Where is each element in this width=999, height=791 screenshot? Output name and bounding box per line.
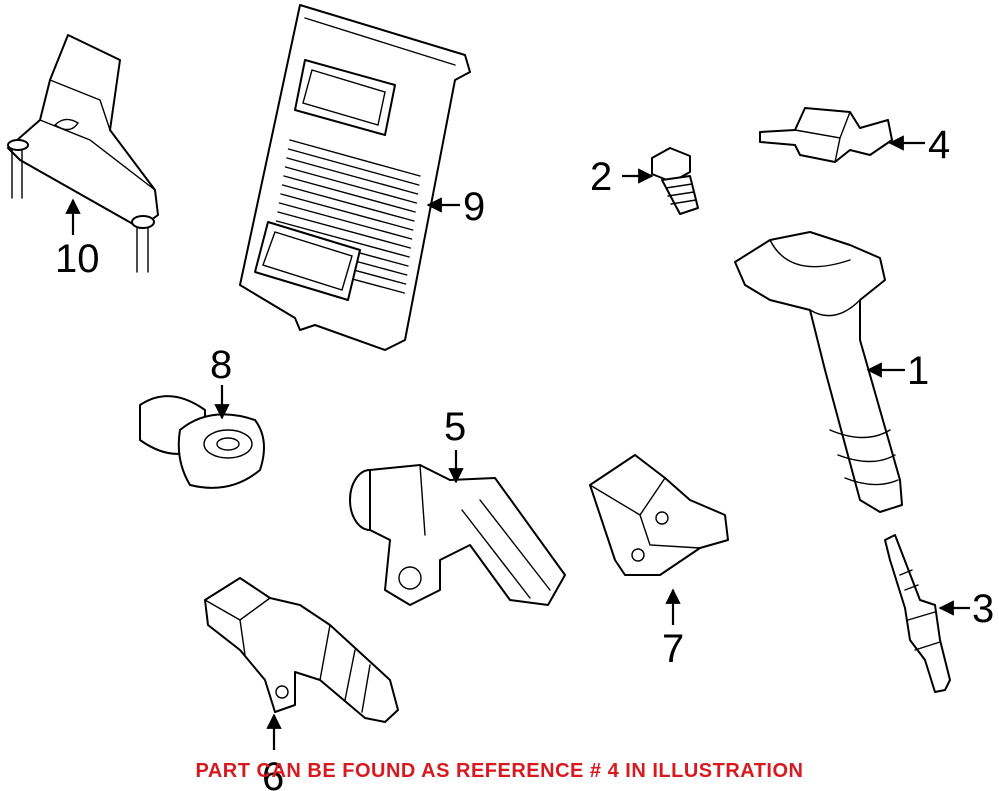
callout-5: 5 — [444, 405, 466, 449]
callout-3: 3 — [972, 587, 994, 631]
callout-1: 1 — [907, 349, 929, 393]
ecm-fin — [289, 139, 421, 177]
bolt-drawing — [651, 147, 699, 215]
ecm-fin — [275, 220, 410, 258]
ecm-fin — [284, 166, 418, 204]
ecm-drawing — [239, 4, 471, 351]
leader-lines — [65, 135, 970, 750]
camshaft-sensor-drawing — [349, 464, 566, 606]
reference-caption: PART CAN BE FOUND AS REFERENCE # 4 IN IL… — [195, 760, 804, 782]
knock-sensor-drawing — [139, 395, 265, 489]
callout-8: 8 — [210, 343, 232, 387]
ecm-fin — [286, 157, 419, 195]
callout-7: 7 — [662, 627, 684, 671]
callout-6: 6 — [262, 755, 284, 791]
mounting-bracket-drawing — [7, 34, 159, 273]
spark-plug-drawing — [884, 534, 951, 693]
ecm-fin — [287, 148, 420, 186]
callout-9: 9 — [463, 185, 485, 229]
crankshaft-sensor-drawing — [204, 577, 399, 723]
callout-10: 10 — [55, 237, 100, 281]
map-sensor-drawing — [589, 454, 729, 576]
callout-labels: 1 2 3 4 5 6 7 8 9 10 — [55, 123, 994, 791]
ecm-fin — [283, 175, 416, 213]
sensor-4-drawing — [759, 107, 893, 163]
ignition-coil-drawing — [734, 231, 903, 513]
callout-4: 4 — [928, 123, 950, 167]
ecm-fin — [277, 211, 412, 249]
callout-2: 2 — [590, 155, 612, 199]
ecm-fin — [280, 193, 414, 231]
ecm-fin — [281, 184, 415, 222]
ecm-fin — [278, 202, 413, 240]
